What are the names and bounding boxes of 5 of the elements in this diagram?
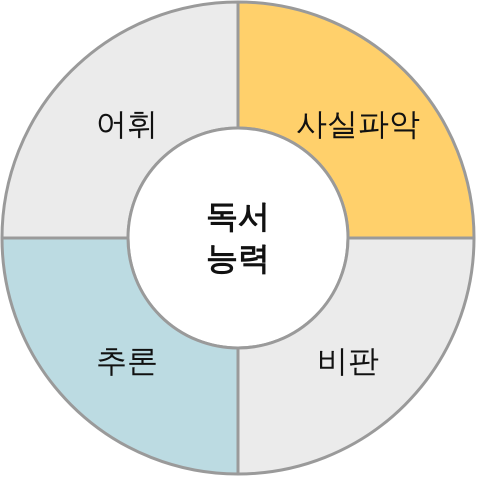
center-label: 독서 능력 (205, 196, 271, 279)
segment-label: 사실파악 (296, 110, 420, 140)
segment-label: 어휘 (96, 110, 158, 140)
segment-label: 추론 (96, 346, 158, 378)
segment-label: 비판 (317, 346, 379, 378)
